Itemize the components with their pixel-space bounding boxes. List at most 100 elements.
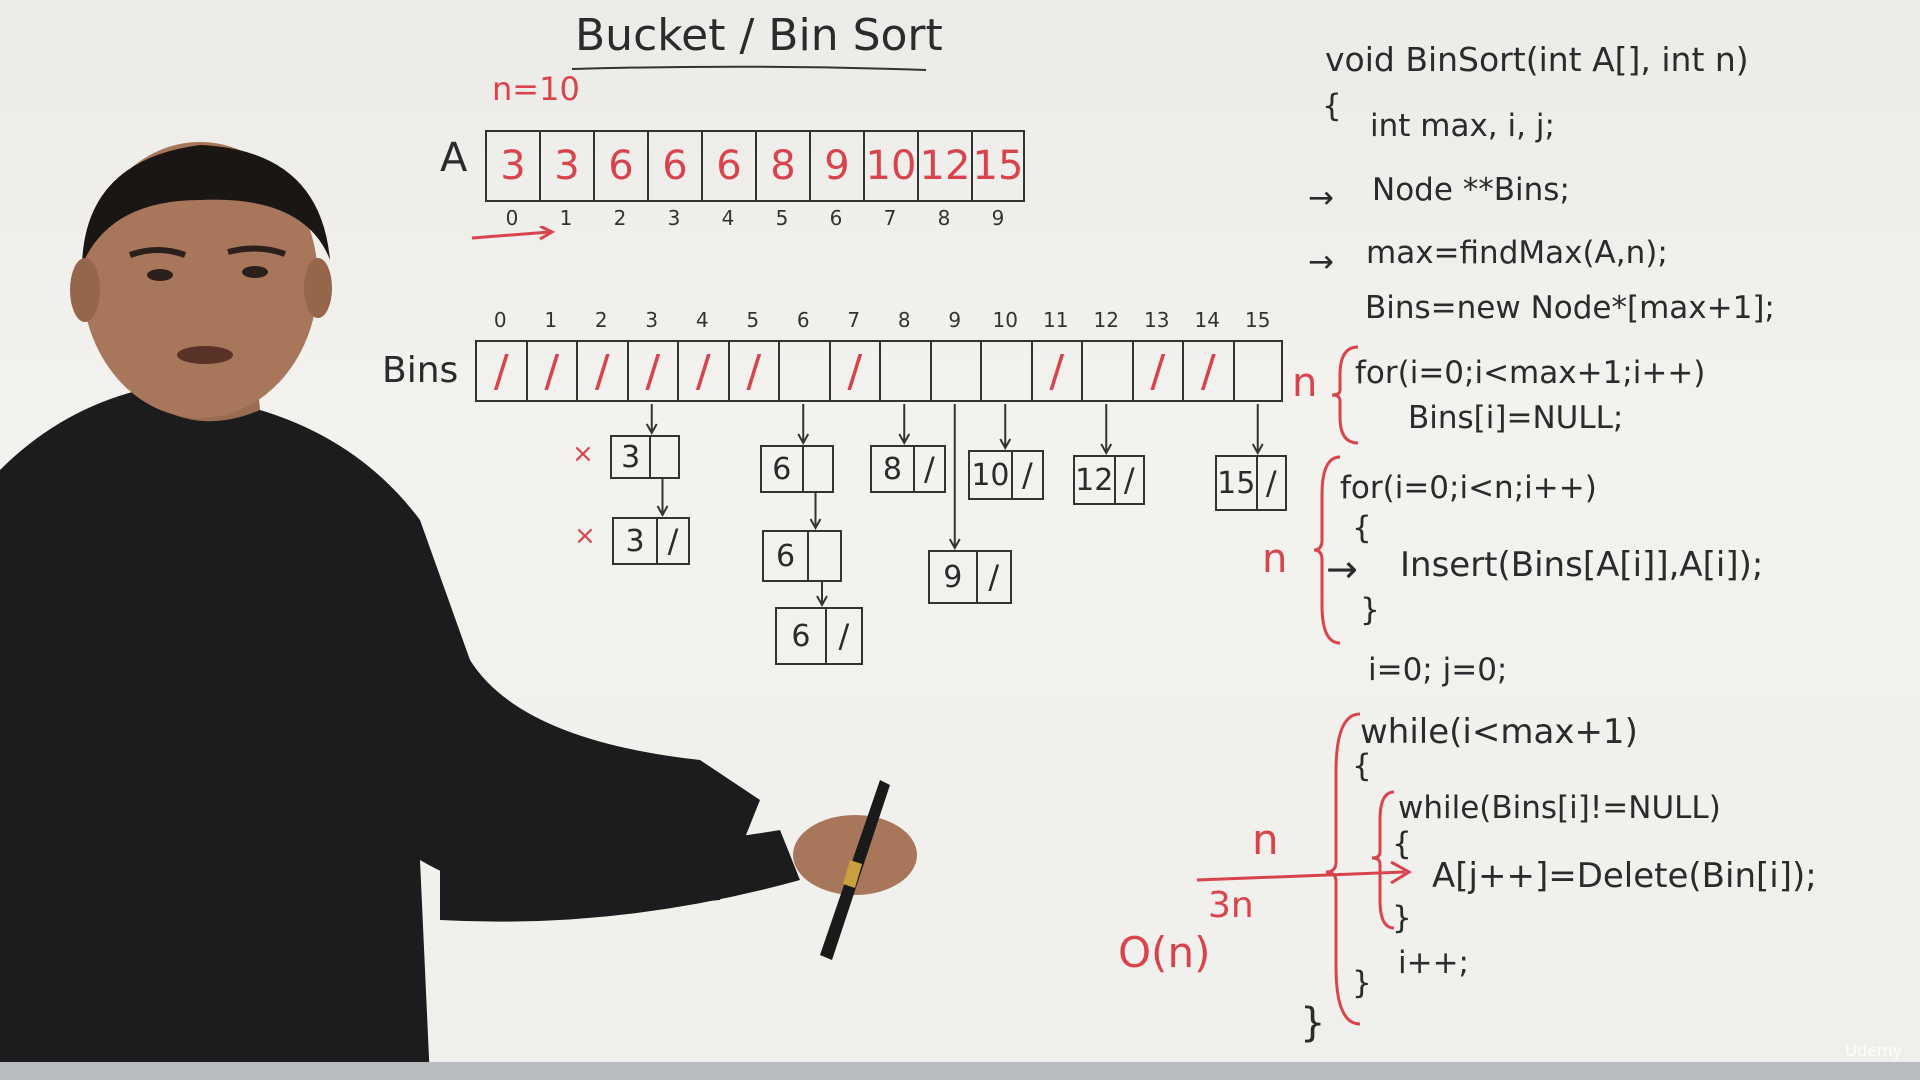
board-title: Bucket / Bin Sort xyxy=(575,10,943,61)
code-for2-open: { xyxy=(1352,510,1372,546)
bin-cell xyxy=(929,340,980,402)
array-index-label: 7 xyxy=(883,206,897,230)
arrow-icon xyxy=(471,226,556,241)
code-insert: Insert(Bins[A[i]],A[i]); xyxy=(1400,545,1764,585)
list-node: 6 xyxy=(762,530,842,582)
bin-cell: / xyxy=(727,340,778,402)
bin-index-label: 6 xyxy=(796,308,810,332)
list-node: 9/ xyxy=(928,550,1012,604)
code-while2: while(Bins[i]!=NULL) xyxy=(1398,790,1721,826)
node-pointer: / xyxy=(1022,456,1033,494)
pointer-arrow xyxy=(645,404,658,436)
bin-index-label: 12 xyxy=(1093,308,1119,332)
node-pointer: / xyxy=(1123,461,1135,499)
list-node: 6/ xyxy=(775,607,863,665)
array-name: A xyxy=(440,135,468,181)
node-value: 6 xyxy=(764,532,810,580)
bins-side-n: n xyxy=(1292,360,1318,406)
code-close-brace: } xyxy=(1300,1000,1326,1046)
array-cell: 6 xyxy=(701,130,755,202)
node-value: 6 xyxy=(762,447,804,491)
array-cell: 9 xyxy=(809,130,863,202)
array-index-label: 4 xyxy=(721,206,735,230)
bin-cell: / xyxy=(677,340,728,402)
pointer-arrow xyxy=(1251,404,1264,456)
array-index-label: 2 xyxy=(613,206,627,230)
bin-index-label: 15 xyxy=(1245,308,1271,332)
code-arrow-2: → xyxy=(1308,244,1334,280)
list-node: 12/ xyxy=(1073,455,1145,505)
bin-index-label: 0 xyxy=(493,308,507,332)
udemy-watermark: Udemy xyxy=(1845,1041,1902,1060)
node-cross-mark: × xyxy=(572,439,594,469)
bin-cell: / xyxy=(626,340,677,402)
node-pointer: / xyxy=(924,450,935,488)
bins-array: ////////// xyxy=(475,340,1283,402)
node-value: 3 xyxy=(612,437,652,477)
list-node: 3 xyxy=(610,435,680,479)
node-pointer: / xyxy=(1265,464,1277,502)
bin-index-label: 11 xyxy=(1043,308,1069,332)
node-value: 12 xyxy=(1075,457,1116,503)
list-node: 15/ xyxy=(1215,455,1287,511)
code-open-brace: { xyxy=(1322,88,1342,124)
code-for1: for(i=0;i<max+1;i++) xyxy=(1355,355,1706,391)
list-node: 10/ xyxy=(968,450,1044,500)
array-index-label: 0 xyxy=(505,206,519,230)
node-value: 10 xyxy=(970,452,1013,498)
bin-index-label: 1 xyxy=(544,308,558,332)
bin-cell: / xyxy=(576,340,627,402)
node-pointer: / xyxy=(667,522,679,560)
code-for1-body: Bins[i]=NULL; xyxy=(1408,400,1624,436)
brace-while xyxy=(1325,712,1361,1026)
array-cell: 10 xyxy=(863,130,917,202)
code-decl: int max, i, j; xyxy=(1370,108,1555,144)
bin-cell: / xyxy=(525,340,576,402)
code-for2-close: } xyxy=(1360,592,1380,628)
node-cross-mark: × xyxy=(574,521,596,551)
bin-cell: / xyxy=(1182,340,1233,402)
array-cell: 8 xyxy=(755,130,809,202)
annotation-while-n: n xyxy=(1252,815,1279,864)
node-value: 6 xyxy=(777,609,827,663)
bin-cell xyxy=(1081,340,1132,402)
annotation-complexity: O(n) xyxy=(1118,928,1211,977)
bin-cell: / xyxy=(475,340,526,402)
array-index-label: 1 xyxy=(559,206,573,230)
bin-cell xyxy=(980,340,1031,402)
code-alloc: Bins=new Node*[max+1]; xyxy=(1365,290,1775,326)
bin-cell: / xyxy=(828,340,879,402)
bin-index-label: 9 xyxy=(948,308,962,332)
brace-for2 xyxy=(1313,455,1341,645)
array-index-label: 9 xyxy=(991,206,1005,230)
pointer-arrow xyxy=(816,582,828,608)
array-cell: 6 xyxy=(593,130,647,202)
array-index-label: 8 xyxy=(937,206,951,230)
bin-index-label: 3 xyxy=(645,308,659,332)
code-while2-open: { xyxy=(1392,826,1412,862)
annotation-for2-n: n xyxy=(1262,536,1288,582)
array-index-label: 6 xyxy=(829,206,843,230)
bin-cell xyxy=(778,340,829,402)
bin-index-label: 8 xyxy=(897,308,911,332)
code-while2-close: } xyxy=(1392,900,1412,936)
node-value: 9 xyxy=(930,552,978,602)
list-node: 8/ xyxy=(870,445,946,493)
code-arrow-1: → xyxy=(1308,180,1334,216)
list-node: 6 xyxy=(760,445,834,493)
code-while1: while(i<max+1) xyxy=(1360,712,1638,752)
bin-index-label: 4 xyxy=(695,308,709,332)
pointer-arrow xyxy=(797,404,810,446)
delete-arrow-icon xyxy=(1196,860,1412,885)
code-node-decl: Node **Bins; xyxy=(1372,172,1570,208)
bin-index-label: 13 xyxy=(1144,308,1170,332)
n-label: n=10 xyxy=(492,70,580,108)
code-incr: i++; xyxy=(1398,945,1470,981)
code-init: i=0; j=0; xyxy=(1368,652,1508,688)
brace-while2 xyxy=(1371,790,1395,930)
bin-cell xyxy=(1232,340,1283,402)
pointer-arrow xyxy=(999,404,1012,451)
bin-index-label: 2 xyxy=(594,308,608,332)
node-value: 3 xyxy=(614,519,658,563)
